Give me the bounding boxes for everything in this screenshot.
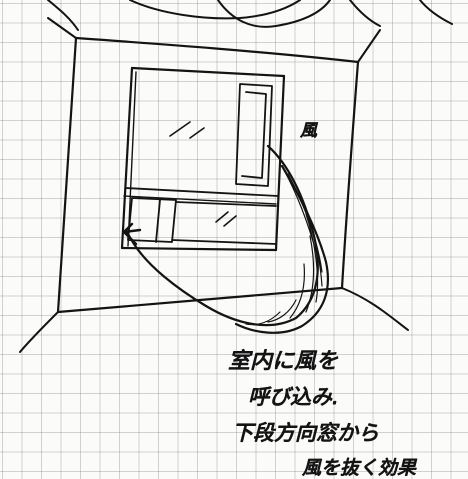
lower-window-panes: [127, 197, 277, 245]
back-wall: [56, 36, 360, 314]
wind-label: 風: [300, 121, 318, 141]
room-corner-edges: [19, 17, 409, 353]
glass-reflections: [169, 121, 237, 227]
upper-window-panes: [123, 83, 279, 205]
note-line-4: 風を抜く効果: [302, 457, 417, 479]
airflow-arrow: [122, 144, 330, 334]
window-frame: [120, 66, 286, 252]
note-line-2: 呼び込み.: [248, 385, 339, 409]
ceiling-curves: [47, 0, 453, 31]
note-line-1: 室内に風を: [228, 349, 338, 374]
note-line-3: 下段方向窓から: [232, 421, 379, 445]
